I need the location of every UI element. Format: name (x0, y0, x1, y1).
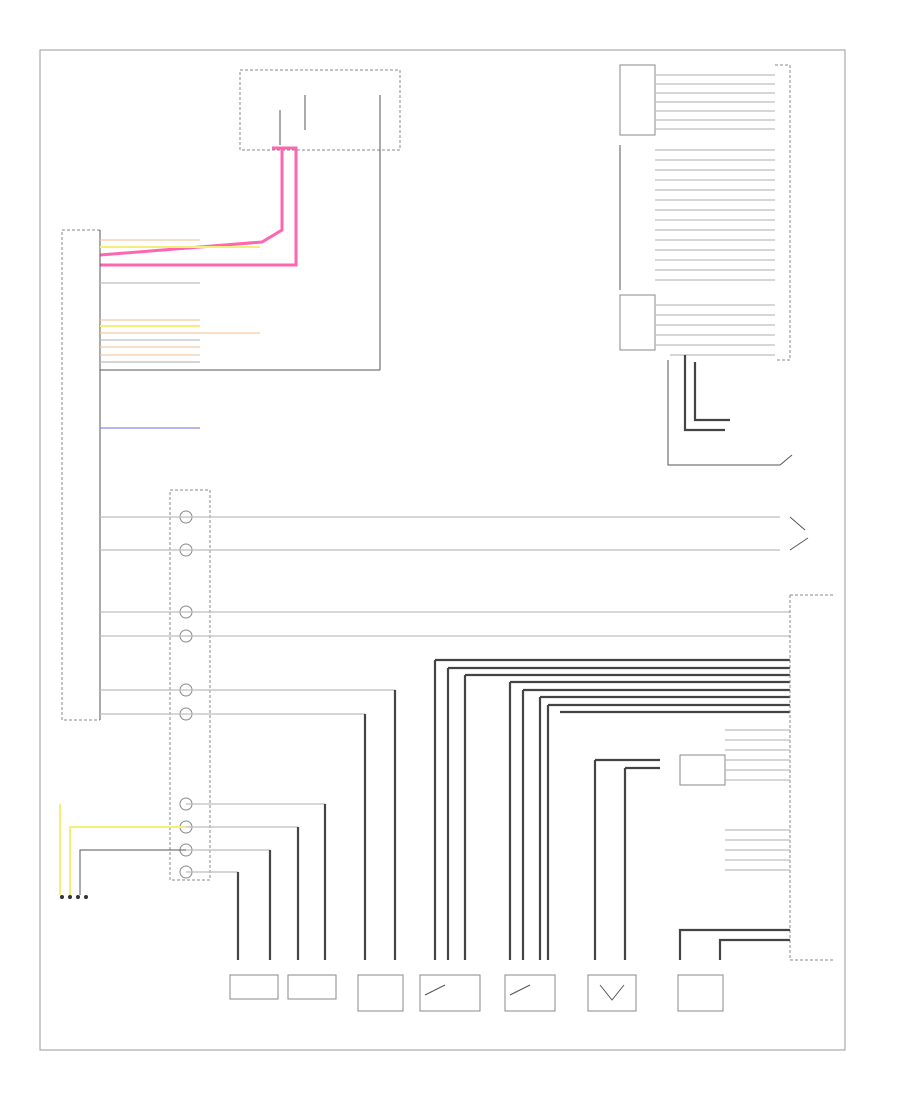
bottom-drops (236, 660, 627, 960)
steering-column-module-left (61, 229, 101, 721)
steering-module-right (619, 64, 791, 361)
bottom-components (229, 974, 724, 1012)
upper-left-wires (100, 239, 260, 429)
horizontal-harness-wires (100, 516, 790, 873)
harness-connector-column (169, 489, 211, 881)
diagram-frame (39, 49, 846, 1051)
yellow-feed (59, 804, 186, 899)
fuse-relay-area (99, 69, 401, 371)
right-harness-wires (655, 74, 793, 466)
multifunction-switch (678, 516, 835, 961)
multifunction-wires (435, 658, 790, 770)
